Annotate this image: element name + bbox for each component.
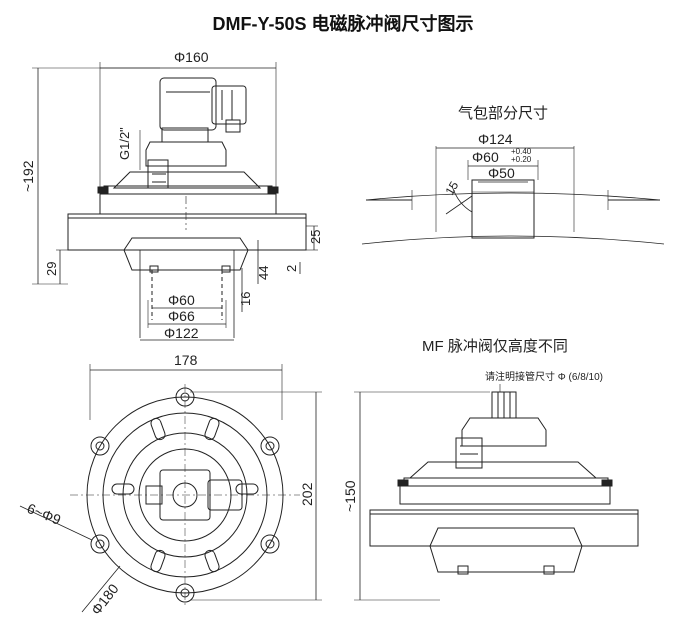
outlet-body [123, 237, 249, 271]
tolerance-upper: +0.40 [511, 147, 532, 156]
body-flange [99, 193, 277, 215]
mf-heading: MF 脉冲阀仅高度不同 [422, 338, 568, 355]
mf-height-label: ~150 [342, 480, 358, 512]
dim-2-label: 2 [284, 265, 299, 272]
valve-cover [112, 171, 262, 189]
dim-29-label: 29 [44, 262, 59, 276]
airbag-dia-60: Φ60 [472, 149, 499, 165]
airbag-heading: 气包部分尺寸 [458, 105, 548, 122]
top-dia-label: Φ160 [174, 49, 209, 65]
mf-body-flange [399, 485, 611, 505]
connector-plug [211, 85, 247, 125]
thread-label: G1/2" [117, 127, 132, 160]
socket-boss [471, 179, 535, 239]
cable-gland [225, 119, 241, 133]
top-view-width: 178 [174, 352, 198, 368]
mf-upper-cover [461, 417, 547, 447]
cover-rim [103, 185, 273, 195]
front-view [32, 62, 318, 341]
airbag-dia-50: Φ50 [488, 165, 515, 181]
dim-44-label: 44 [256, 266, 271, 280]
bolt-lugs [90, 387, 280, 603]
top-view [19, 364, 322, 613]
mf-airbag-shell [369, 509, 639, 547]
hole-spec-label: 6~Φ9 [25, 500, 64, 528]
drawing-title: DMF-Y-50S 电磁脉冲阀尺寸图示 [212, 14, 474, 34]
dia-66-label: Φ66 [168, 308, 195, 324]
mf-pilot-port [455, 437, 483, 469]
dia-60-label: Φ60 [168, 292, 195, 308]
dim-16-label: 16 [238, 292, 253, 306]
top-view-height: 202 [299, 482, 315, 506]
mf-outlet-body [429, 527, 583, 573]
weld-label: 15 [442, 179, 461, 198]
cover-slots [111, 417, 259, 573]
mf-valve-view [354, 384, 639, 601]
airbag-dia-124: Φ124 [478, 131, 513, 147]
dim-25-label: 25 [308, 230, 323, 244]
mf-note: 请注明接管尺寸 Φ (6/8/10) [485, 370, 603, 383]
height-label: ~192 [20, 160, 36, 192]
airbag-shell [67, 213, 307, 251]
tolerance-lower: +0.20 [511, 155, 532, 164]
airbag-section-view [361, 146, 665, 245]
upper-cover [145, 141, 227, 167]
mf-valve-cover [408, 461, 598, 479]
coil-body [159, 77, 217, 131]
dia-122-label: Φ122 [164, 325, 199, 341]
